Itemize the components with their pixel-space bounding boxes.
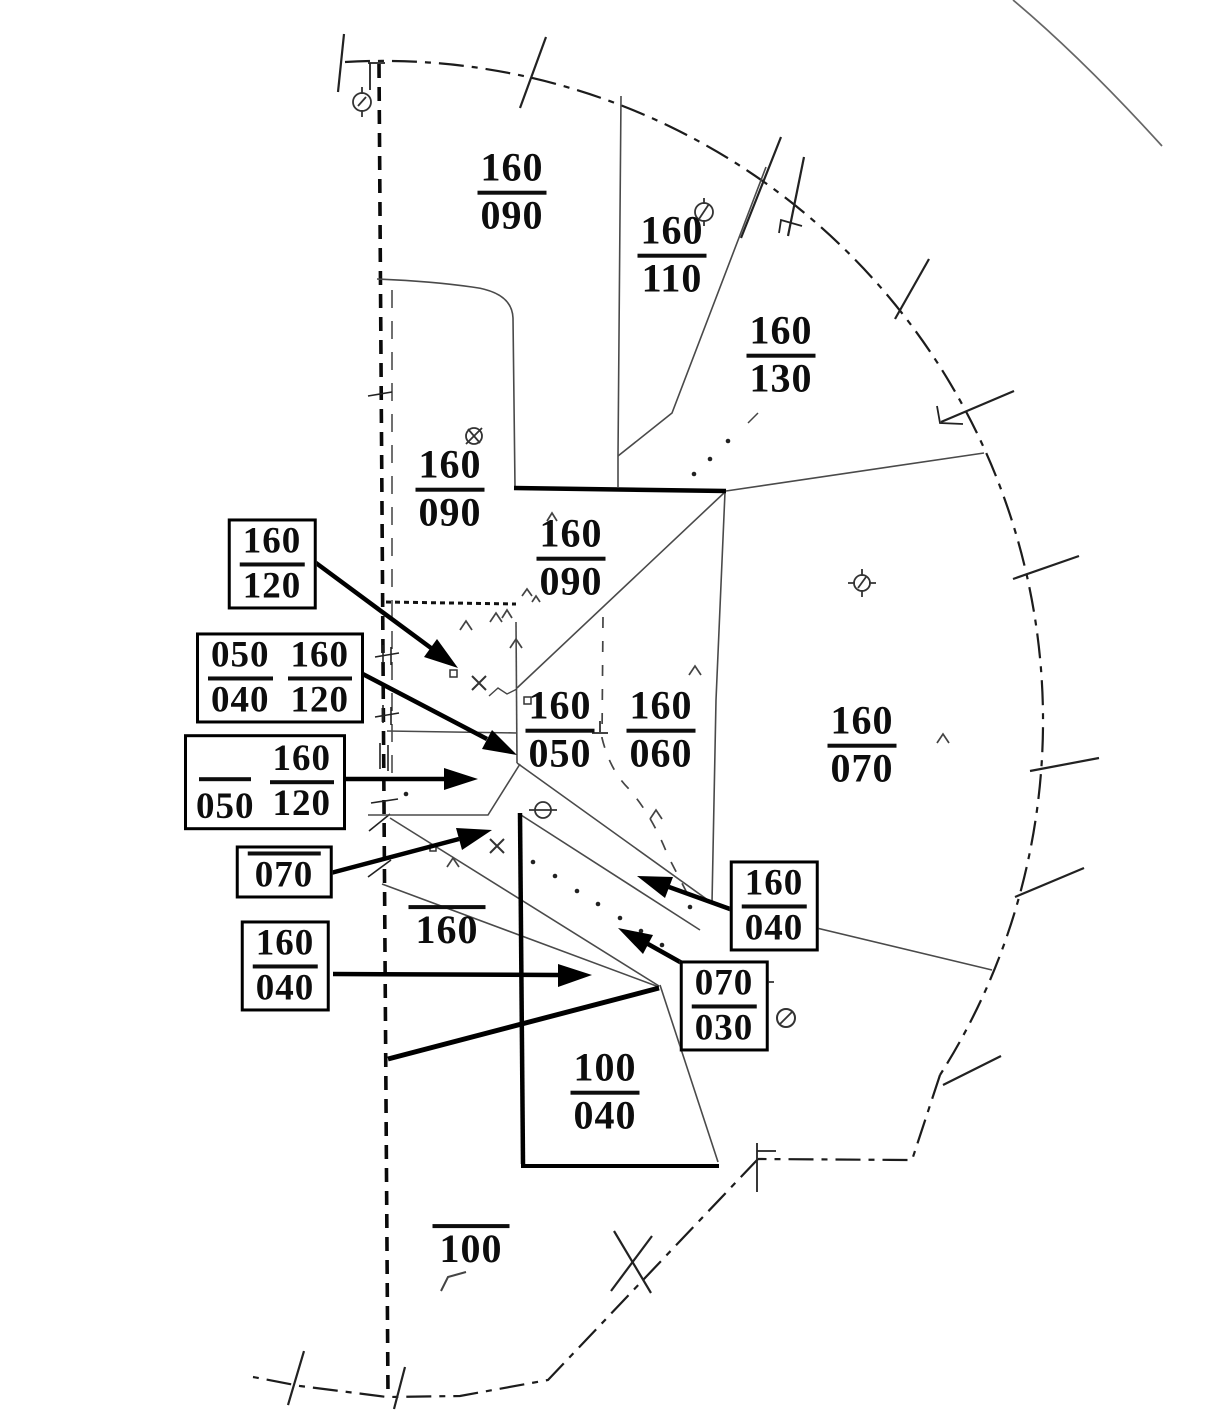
waypoint-symbol xyxy=(465,427,483,445)
sector-altitude-label: 160 070 xyxy=(827,700,897,791)
floor-value: 050 xyxy=(528,730,592,776)
dotted-marks xyxy=(403,438,731,948)
callout-box: 160 120 xyxy=(227,518,317,610)
sector-altitude-label: 160 090 xyxy=(536,513,606,604)
waypoint-symbol xyxy=(352,87,372,117)
ceiling-value: 070 xyxy=(691,964,757,1009)
callout-box: 160 040 xyxy=(729,860,819,952)
sector-altitude-label: 160 050 xyxy=(525,685,595,776)
floor-value: 120 xyxy=(272,783,331,825)
scalloped-boundary xyxy=(385,600,517,606)
ceiling-value: 160 xyxy=(746,310,816,358)
callout-box: 070 xyxy=(235,845,333,899)
ceiling-value: 160 xyxy=(827,700,897,748)
outer-boundary-arc xyxy=(252,59,1045,1399)
floor-value: 040 xyxy=(744,907,804,949)
floor-value: 090 xyxy=(418,489,482,535)
sector-altitude-label: 160 090 xyxy=(415,444,485,535)
sector-altitude-label: 160 110 xyxy=(637,210,707,301)
arrow-070-ceiling xyxy=(326,828,492,877)
ceiling-value: 160 xyxy=(252,924,318,969)
ceiling-value: 160 xyxy=(408,905,486,950)
ceiling-value: 100 xyxy=(570,1047,640,1095)
floor-value: 090 xyxy=(539,558,603,604)
arrow-160-120 xyxy=(310,558,458,668)
floor-value: 070 xyxy=(830,745,894,791)
ceiling-value xyxy=(199,740,252,781)
ceiling-value: 050 xyxy=(208,636,273,681)
ceiling-value: 160 xyxy=(536,513,606,561)
altitude-fraction: 160 120 xyxy=(269,740,334,825)
outer-range-arc xyxy=(1012,0,1163,147)
waypoint-symbol xyxy=(529,801,557,819)
floor-value: 120 xyxy=(290,679,349,721)
ceiling-value: 160 xyxy=(626,685,696,733)
callout-box: 050 160 120 xyxy=(184,734,346,830)
arrow-050-040 xyxy=(355,669,517,755)
floor-value: 040 xyxy=(573,1092,637,1138)
dashed-sector-divider xyxy=(601,616,688,894)
arrow-blank-050 xyxy=(342,768,478,790)
sector-ceiling-label: 100 xyxy=(432,1224,510,1269)
altitude-fraction: 050 xyxy=(196,740,255,827)
arrow-160-040-west xyxy=(332,964,592,987)
tiny-dash-marks xyxy=(440,412,759,1292)
ceiling-value: 160 xyxy=(637,210,707,258)
altitude-fraction: 160 120 xyxy=(239,522,305,607)
floor-value: 040 xyxy=(255,967,315,1009)
ceiling-value: 100 xyxy=(432,1224,510,1269)
ceiling-value: 160 xyxy=(287,636,352,681)
floor-value: 090 xyxy=(480,192,544,238)
ceiling-value: 070 xyxy=(247,851,321,893)
floor-value: 050 xyxy=(196,785,255,827)
arrow-160-040-east xyxy=(637,876,742,916)
waypoint-symbol xyxy=(848,569,876,597)
floor-value: 030 xyxy=(694,1007,754,1049)
floor-value: 110 xyxy=(641,255,703,301)
floor-value: 130 xyxy=(749,355,813,401)
sector-boundaries-heavy xyxy=(387,485,727,1168)
waypoint-symbol xyxy=(694,198,714,226)
callout-box: 070 030 xyxy=(679,960,769,1052)
altitude-fraction: 160 040 xyxy=(741,864,807,949)
altitude-fraction: 050 040 xyxy=(208,636,273,721)
hash-marks xyxy=(367,391,400,878)
ceiling-value: 160 xyxy=(741,864,807,909)
ceiling-value: 160 xyxy=(477,147,547,195)
ceiling-value: 160 xyxy=(415,444,485,492)
x-marks xyxy=(471,675,505,854)
floor-value: 040 xyxy=(211,679,270,721)
altitude-fraction: 160 120 xyxy=(287,636,352,721)
ceiling-value: 160 xyxy=(269,740,334,785)
altitude-fraction: 160 040 xyxy=(252,924,318,1009)
boundary-corner-brackets xyxy=(368,62,964,1192)
waypoint-symbol xyxy=(776,1008,796,1028)
sector-altitude-label: 160 090 xyxy=(477,147,547,238)
callout-arrows xyxy=(310,558,742,987)
caret-symbols xyxy=(446,511,950,868)
callout-box: 050 040 160 120 xyxy=(196,632,364,724)
dashed-western-boundary xyxy=(377,63,393,1397)
sector-altitude-label: 100 040 xyxy=(570,1047,640,1138)
callout-box: 160 040 xyxy=(240,920,330,1012)
floor-value: 060 xyxy=(629,730,693,776)
sector-altitude-label: 160 060 xyxy=(626,685,696,776)
sector-altitude-label: 160 130 xyxy=(746,310,816,401)
altitude-fraction: 070 030 xyxy=(691,964,757,1049)
sector-ceiling-label: 160 xyxy=(408,905,486,950)
arrow-070-030 xyxy=(618,928,691,969)
ceiling-value: 160 xyxy=(525,685,595,733)
ceiling-value: 160 xyxy=(239,522,305,567)
floor-value: 120 xyxy=(242,565,302,607)
